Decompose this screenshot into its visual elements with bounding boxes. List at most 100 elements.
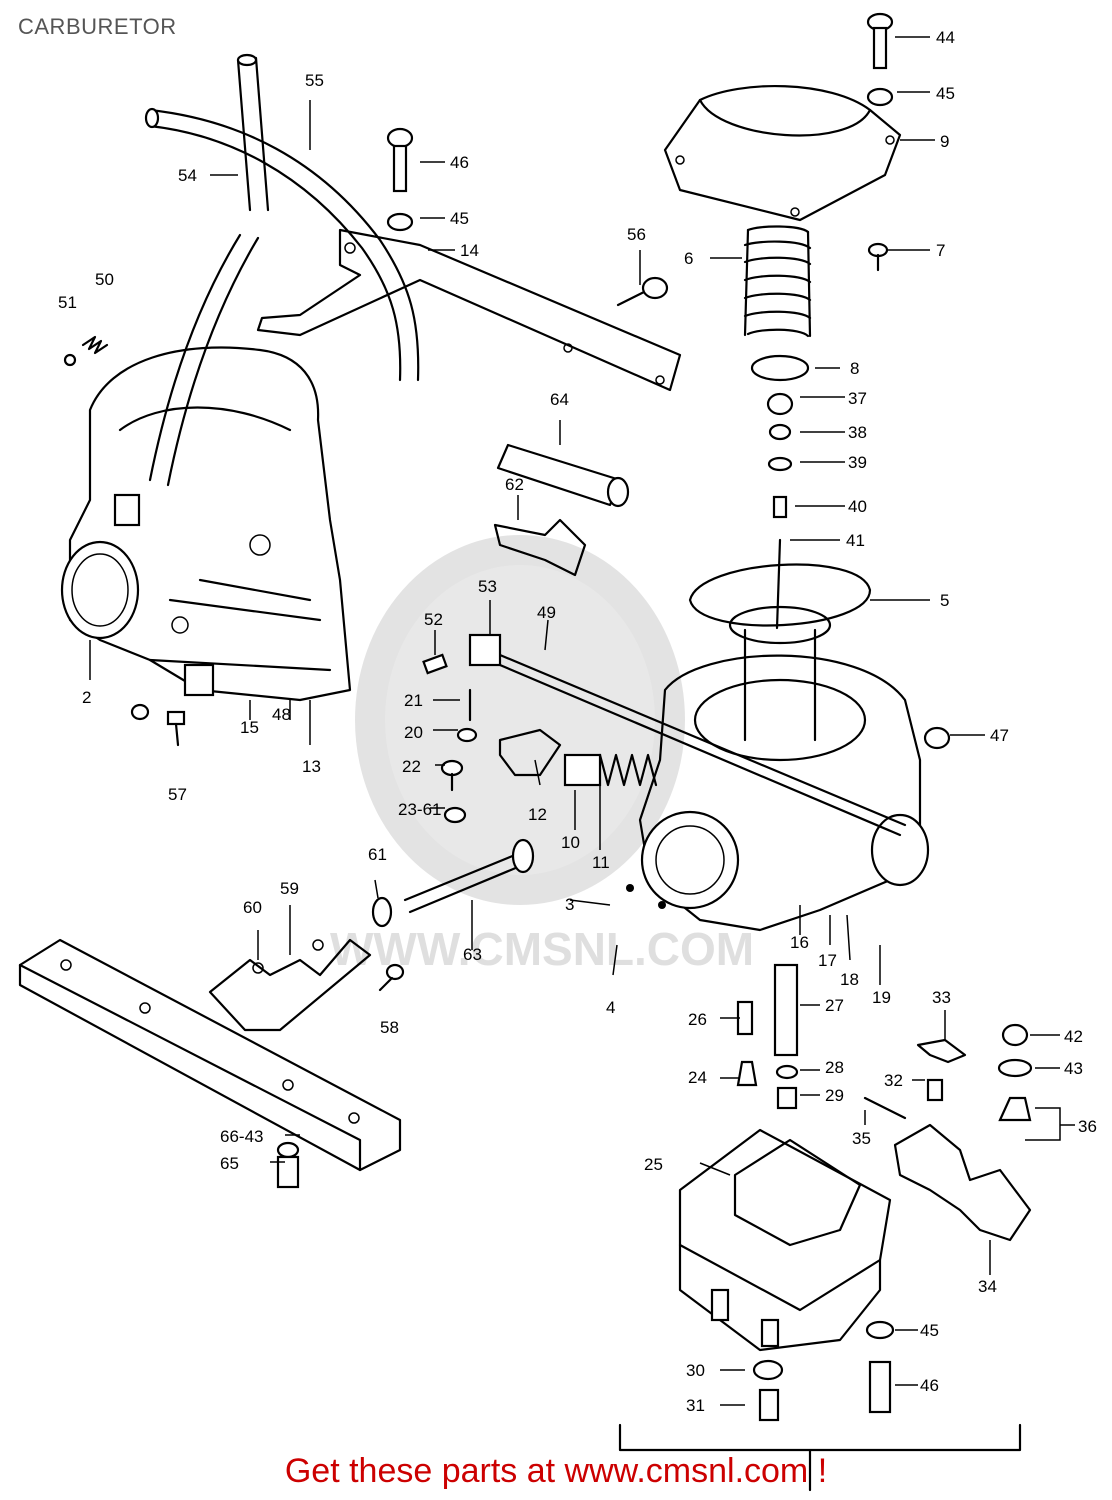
callout-14: 14 <box>460 241 479 260</box>
callout-54: 54 <box>178 166 197 185</box>
pin-52 <box>422 653 448 675</box>
callout-45-bottom: 45 <box>920 1321 939 1340</box>
screw-65 <box>276 1141 300 1189</box>
footer-parts-link[interactable]: Get these parts at www.cmsnl.com ! <box>284 1452 828 1490</box>
callout-2: 2 <box>82 688 91 707</box>
callout-53: 53 <box>478 577 497 596</box>
callout-52: 52 <box>424 610 443 629</box>
carburetor-left <box>60 346 352 702</box>
callout-7: 7 <box>936 241 945 260</box>
callout-39: 39 <box>848 453 867 472</box>
part-39 <box>767 456 793 472</box>
callout-15: 15 <box>240 718 259 737</box>
diaphragm-5 <box>688 563 872 742</box>
oring-43 <box>997 1058 1033 1078</box>
jet-24 <box>736 1060 758 1087</box>
washer-30 <box>752 1359 784 1381</box>
arm-12 <box>498 728 562 777</box>
callout-47: 47 <box>990 726 1009 745</box>
bracket-14 <box>256 228 682 392</box>
seat-8 <box>750 354 810 382</box>
screw-57 <box>130 703 186 747</box>
screw-32 <box>926 1078 944 1102</box>
part-38 <box>768 423 792 441</box>
carburetor-right <box>626 654 930 932</box>
callout-45b: 45 <box>450 209 469 228</box>
jet-29 <box>776 1086 798 1110</box>
shaft-49 <box>468 633 907 837</box>
float-34 <box>893 1123 1032 1242</box>
callout-27: 27 <box>825 996 844 1015</box>
callout-4: 4 <box>606 998 615 1017</box>
callout-45: 45 <box>936 84 955 103</box>
screw-31 <box>758 1388 780 1422</box>
tube-64 <box>496 443 630 508</box>
callout-60: 60 <box>243 898 262 917</box>
hose-55 <box>144 107 420 382</box>
callout-40: 40 <box>848 497 867 516</box>
callout-51: 51 <box>58 293 77 312</box>
callout-41: 41 <box>846 531 865 550</box>
callout-6: 6 <box>684 249 693 268</box>
callout-26: 26 <box>688 1010 707 1029</box>
screw-46-top <box>386 127 414 193</box>
callout-17: 17 <box>818 951 837 970</box>
part-20 <box>456 727 478 743</box>
pin-35 <box>863 1096 907 1120</box>
callout-28: 28 <box>825 1058 844 1077</box>
callout-23-61: 23-61 <box>398 800 441 819</box>
plate-33 <box>916 1038 967 1064</box>
spring-11 <box>598 753 658 787</box>
callout-10: 10 <box>561 833 580 852</box>
part-10 <box>563 753 602 787</box>
callout-24: 24 <box>688 1068 707 1087</box>
callout-38: 38 <box>848 423 867 442</box>
callout-59: 59 <box>280 879 299 898</box>
callout-36: 36 <box>1078 1117 1097 1136</box>
callout-55: 55 <box>305 71 324 90</box>
leader-lines <box>89 36 1075 1406</box>
needle-41 <box>775 538 782 630</box>
callout-37: 37 <box>848 389 867 408</box>
callout-46-bottom: 46 <box>920 1376 939 1395</box>
callout-32: 32 <box>884 1071 903 1090</box>
callout-20: 20 <box>404 723 423 742</box>
screw-58 <box>378 963 405 992</box>
callout-25: 25 <box>644 1155 663 1174</box>
callout-5: 5 <box>940 591 949 610</box>
callout-12: 12 <box>528 805 547 824</box>
callout-58: 58 <box>380 1018 399 1037</box>
callout-11: 11 <box>592 853 610 872</box>
washer-45-mid <box>386 212 414 232</box>
spring-6 <box>743 225 812 338</box>
screw-7 <box>867 242 889 272</box>
oring-28 <box>775 1064 799 1080</box>
jet-26 <box>736 1000 754 1036</box>
jet-27 <box>773 963 799 1057</box>
bracket-60 <box>208 938 372 1032</box>
callout-31: 31 <box>686 1396 705 1415</box>
callout-56: 56 <box>627 225 646 244</box>
cap-42 <box>1001 1023 1029 1047</box>
callout-9: 9 <box>940 132 949 151</box>
callout-3: 3 <box>565 895 574 914</box>
callout-29: 29 <box>825 1086 844 1105</box>
callout-8: 8 <box>850 359 859 378</box>
part-37 <box>766 392 794 416</box>
fitting-62 <box>493 518 587 577</box>
oring-61 <box>371 896 393 928</box>
callout-64: 64 <box>550 390 569 409</box>
callout-43: 43 <box>1064 1059 1083 1078</box>
callout-66-43: 66-43 <box>220 1127 263 1146</box>
callout-62: 62 <box>505 475 524 494</box>
callout-13: 13 <box>302 757 321 776</box>
callout-48: 48 <box>272 705 291 724</box>
washer-45-top <box>866 87 894 107</box>
callout-65: 65 <box>220 1154 239 1173</box>
washer-45-bottom <box>865 1320 895 1340</box>
screw-44 <box>866 12 894 70</box>
pipe-63 <box>403 838 535 914</box>
callout-33: 33 <box>932 988 951 1007</box>
callout-50: 50 <box>95 270 114 289</box>
